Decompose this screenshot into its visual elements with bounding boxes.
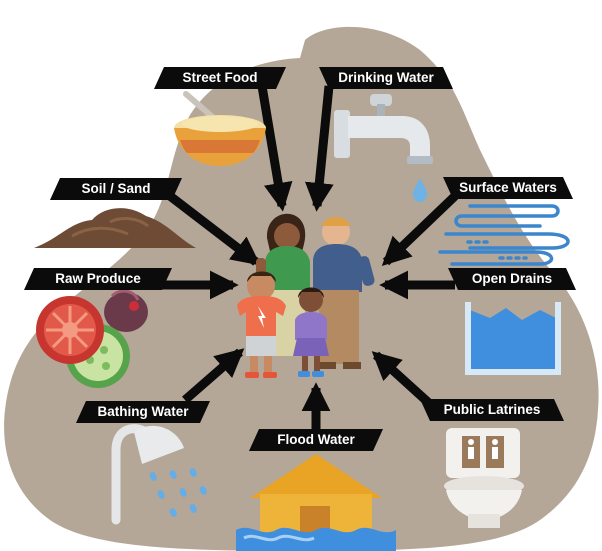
label-soil-sand: Soil / Sand [50,178,182,200]
label-surface-waters: Surface Waters [443,177,573,199]
soil-pile-icon [34,208,196,248]
street-food-bowl-icon [174,91,266,166]
label-raw-produce: Raw Produce [24,268,172,290]
arrow-drinking-water [304,85,334,212]
raw-produce-icon [36,289,148,388]
arrows [160,85,459,431]
boy-figure [237,271,286,378]
toilet-icon [444,428,524,528]
arrow-bathing-water [182,348,245,404]
label-street-food: Street Food [154,67,286,89]
surface-waters-icon [438,204,570,266]
arrow-surface-waters [381,192,459,266]
arrow-soil-sand [167,192,261,266]
faucet-icon [334,94,433,202]
arrow-public-latrines [371,351,434,408]
family-illustration [237,213,375,378]
label-bathing-water: Bathing Water [76,401,210,423]
label-flood-water: Flood Water [249,429,383,451]
father-figure [313,217,375,369]
open-drain-icon [465,302,561,375]
girl-figure [293,287,329,377]
label-open-drains: Open Drains [448,268,576,290]
flooded-house-icon [236,454,396,551]
label-drinking-water: Drinking Water [319,67,453,89]
arrow-street-food [257,85,293,212]
label-public-latrines: Public Latrines [420,399,564,421]
shower-icon [111,424,207,525]
